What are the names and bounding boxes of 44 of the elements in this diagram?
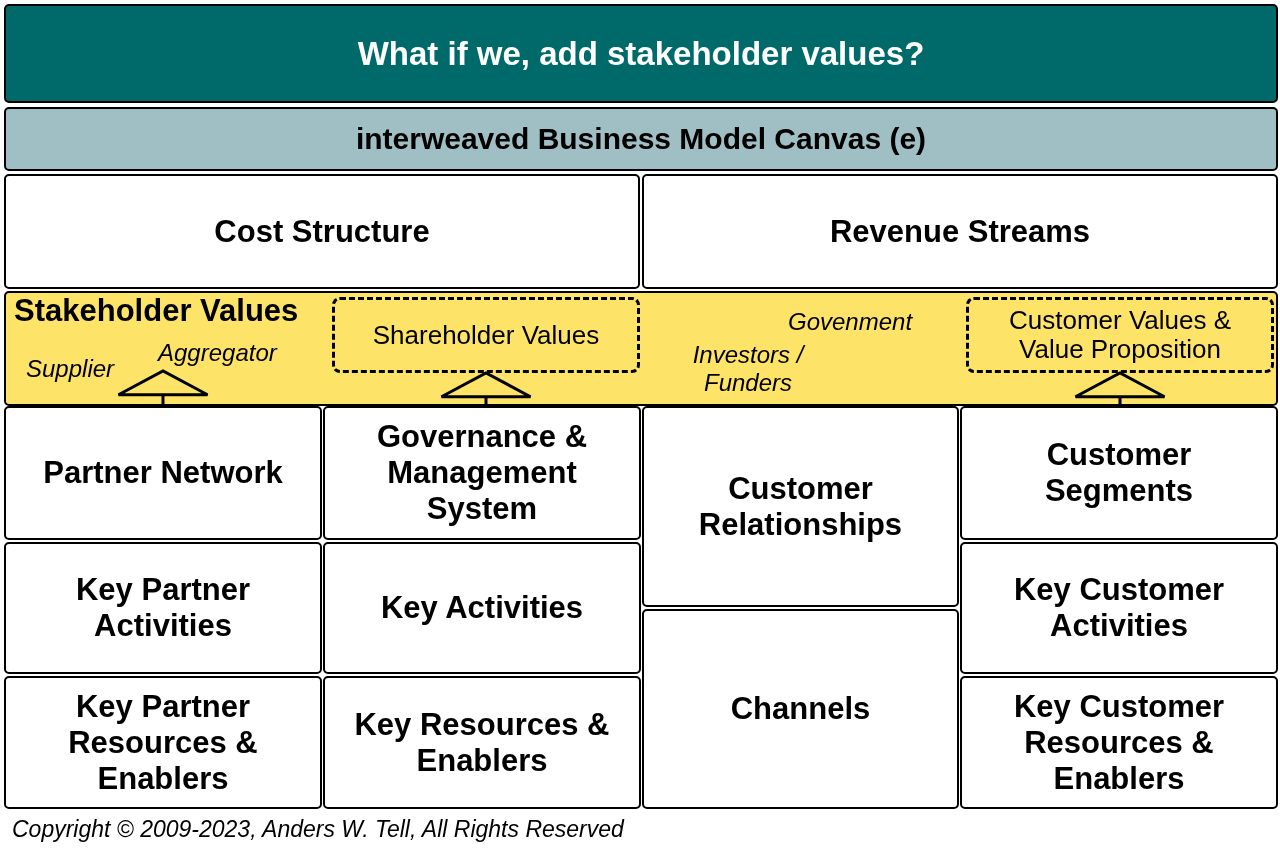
canvas-block <box>960 406 1278 540</box>
block-label: Key Customer Activities <box>1012 572 1226 644</box>
up-arrow <box>1074 371 1166 406</box>
block-label: Key Partner Resources & Enablers <box>67 688 259 797</box>
canvas-block <box>642 174 1278 289</box>
canvas-block <box>4 542 322 674</box>
block-label: Key Partner Activities <box>75 572 251 644</box>
stakeholder-label: Investors / Funders <box>691 341 807 397</box>
block-label: Governance & Management System <box>375 419 589 527</box>
stakeholder-band <box>4 291 1278 406</box>
block-label: Shareholder Values <box>371 320 601 350</box>
canvas-block <box>960 676 1278 809</box>
subtitle-banner <box>4 107 1278 171</box>
block-label: Key Customer Resources & Enablers <box>1012 688 1226 797</box>
copyright-note: Copyright © 2009-2023, Anders W. Tell, All Rights Reserved <box>12 816 624 843</box>
canvas-block <box>323 406 641 540</box>
canvas-block <box>642 406 959 607</box>
canvas-block <box>4 406 322 540</box>
title-banner <box>4 4 1278 103</box>
block-label: Customer Values & Value Proposition <box>1007 306 1233 364</box>
canvas-block <box>960 542 1278 674</box>
block-label: Partner Network <box>42 455 284 491</box>
stakeholder-label: Aggregator <box>158 339 277 367</box>
title-text: What if we, add stakeholder values? <box>356 35 926 72</box>
block-label: Customer Segments <box>1043 437 1195 509</box>
block-label: Channels <box>729 691 872 727</box>
canvas-block <box>323 676 641 809</box>
dashed-value-box <box>332 297 640 373</box>
subtitle-text: interweaved Business Model Canvas (e) <box>354 121 928 157</box>
canvas-block <box>642 609 959 809</box>
block-label: Revenue Streams <box>828 213 1092 250</box>
up-arrow <box>117 369 209 406</box>
canvas-block <box>323 542 641 674</box>
stakeholder-label: Supplier <box>26 355 115 383</box>
dashed-value-box <box>966 297 1274 373</box>
band-heading: Stakeholder Values <box>14 297 299 325</box>
stakeholder-label: Govenment <box>788 308 913 336</box>
canvas-block <box>4 174 640 289</box>
canvas-block <box>4 676 322 809</box>
block-label: Key Activities <box>379 590 585 626</box>
block-label: Cost Structure <box>213 213 431 250</box>
block-label: Key Resources & Enablers <box>353 706 611 779</box>
up-arrow <box>440 371 532 406</box>
block-label: Customer Relationships <box>697 470 904 543</box>
